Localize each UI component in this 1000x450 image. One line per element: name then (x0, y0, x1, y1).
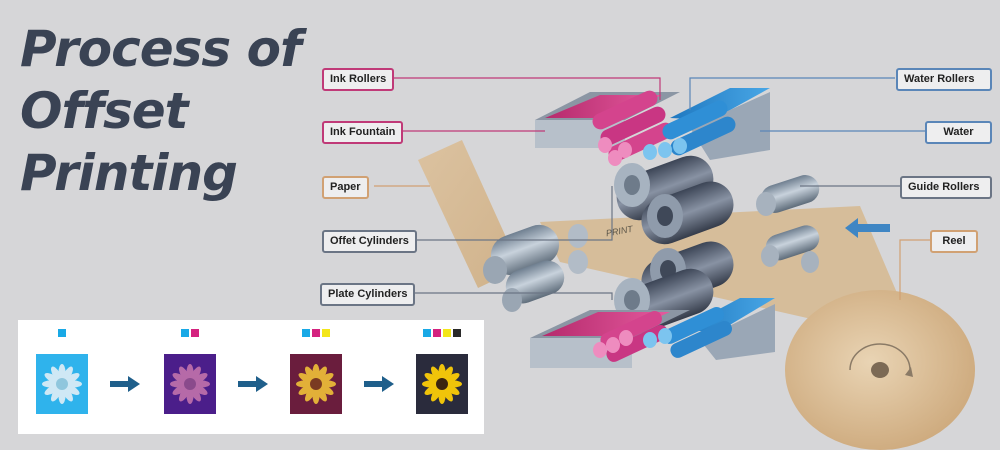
flower-petal (316, 366, 327, 383)
ink-swatch (453, 329, 461, 337)
flower-petal (190, 366, 201, 383)
flower-center (56, 378, 68, 390)
flower-center (436, 378, 448, 390)
flower-petal (63, 384, 80, 395)
flower-petal (443, 373, 460, 384)
reel (785, 290, 975, 450)
arrow-right-icon (110, 376, 140, 392)
upper-ink-unit (535, 88, 770, 166)
flower-petal (62, 366, 73, 383)
water-rollers-upper (643, 88, 770, 160)
page-title: Process of Offset Printing (20, 18, 302, 204)
label-ink-rollers: Ink Rollers (322, 68, 395, 91)
arrow-right-icon (364, 376, 394, 392)
feed-arrow (845, 218, 890, 238)
ink-swatch (58, 329, 66, 337)
flower-petal (431, 385, 442, 402)
flower-petal (63, 373, 80, 384)
label-offset-cylinders: Offet Cylinders (322, 230, 417, 253)
flower-petal (317, 373, 334, 384)
ink-swatch (433, 329, 441, 337)
ink-swatch (443, 329, 451, 337)
upper-cylinders (614, 155, 734, 245)
flower-petal (191, 384, 208, 395)
flower-petal (305, 385, 316, 402)
arrow-right-icon (238, 376, 268, 392)
ink-swatch (181, 329, 189, 337)
flower-petal (179, 385, 190, 402)
ink-rollers-upper (592, 90, 674, 166)
title-line-1: Process of (20, 20, 302, 78)
title-line-3: Printing (20, 144, 238, 202)
flower-petal (443, 384, 460, 395)
lower-ink-unit (530, 298, 775, 368)
label-reel: Reel (930, 230, 978, 253)
color-stages (36, 329, 468, 414)
lower-cylinders (614, 241, 734, 334)
guide-rollers (756, 175, 820, 273)
flower-petal (317, 384, 334, 395)
print-text: PRINT (605, 224, 635, 239)
leader-lines (374, 77, 930, 300)
ink-swatch (312, 329, 320, 337)
label-water: Water (925, 121, 992, 144)
label-ink-fountain: Ink Fountain (322, 121, 404, 144)
ink-swatch (423, 329, 431, 337)
flower-petal (172, 373, 189, 384)
ink-swatch (302, 329, 310, 337)
label-plate-cylinders: Plate Cylinders (320, 283, 416, 306)
flower-petal (51, 385, 62, 402)
ink-swatch (322, 329, 330, 337)
flower-center (184, 378, 196, 390)
flower-petal (44, 373, 61, 384)
ink-swatch (191, 329, 199, 337)
color-separation-panel (18, 320, 484, 434)
flower-petal (442, 366, 453, 383)
flower-petal (298, 373, 315, 384)
label-paper: Paper (322, 176, 369, 199)
label-water-rollers: Water Rollers (896, 68, 992, 91)
label-guide-rollers: Guide Rollers (900, 176, 992, 199)
title-line-2: Offset (20, 82, 189, 140)
flower-petal (191, 373, 208, 384)
flower-center (310, 378, 322, 390)
flower-petal (424, 373, 441, 384)
